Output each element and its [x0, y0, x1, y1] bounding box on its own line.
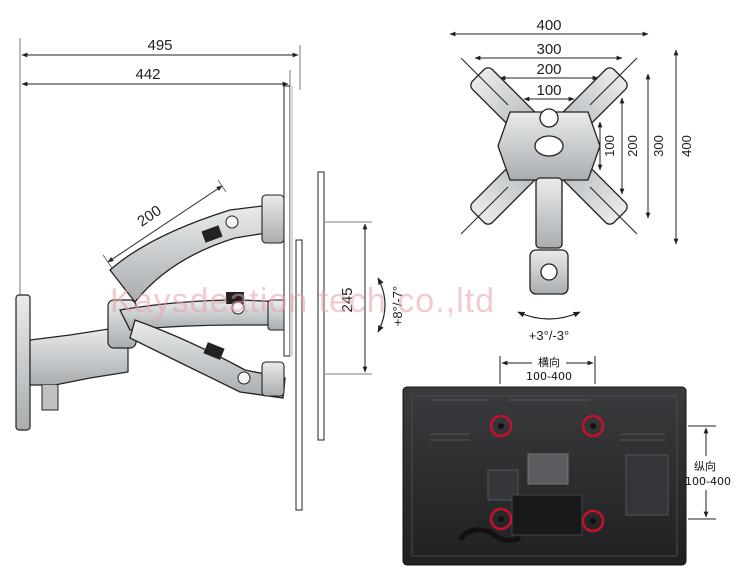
- vertical-range: 100-400: [685, 475, 731, 488]
- base-bracket: [29, 327, 129, 386]
- dimension-245-label: 245: [339, 287, 356, 312]
- hole-marker-top-right: [581, 414, 605, 438]
- dimension-arm-depth: 442: [21, 66, 289, 87]
- dimension-overall-depth: 495: [21, 37, 299, 58]
- hole-marker-top-left: [489, 414, 513, 438]
- plate-width-300: 300: [536, 41, 561, 58]
- hole-marker-bottom-right: [581, 509, 605, 533]
- dimension-442-label: 442: [135, 66, 160, 83]
- plate-width-100: 100: [536, 82, 561, 99]
- plate-height-300: 300: [651, 135, 666, 157]
- horizontal-range: 100-400: [526, 370, 572, 383]
- dimension-495-label: 495: [147, 37, 172, 54]
- plate-height-100: 100: [602, 135, 617, 157]
- dimension-200-label: 200: [134, 202, 164, 230]
- vesa-plate: [470, 67, 628, 295]
- tilt-indicator: +8°/-7°: [377, 277, 405, 333]
- plate-width-200: 200: [536, 61, 561, 78]
- plate-width-400: 400: [536, 17, 561, 34]
- mount-plate-view: 400 300 200 100 100 200 300 400: [449, 17, 694, 343]
- side-view: 495 442: [15, 37, 495, 511]
- tilt-range-label: +8°/-7°: [390, 286, 405, 326]
- tv-panel-tilt: [317, 171, 325, 441]
- tv-back-view: 横向 100-400: [402, 355, 731, 566]
- dimension-vertical-travel: 245: [325, 221, 372, 375]
- plate-height-200: 200: [625, 135, 640, 157]
- plate-height-400: 400: [679, 135, 694, 157]
- swivel-range-label: +3°/-3°: [529, 328, 569, 343]
- tv-panel-mid: [295, 239, 303, 511]
- wall-plate: [15, 294, 31, 431]
- vesa-hole-markers: [489, 414, 605, 533]
- vertical-label: 纵向: [694, 459, 716, 473]
- hole-marker-bottom-left: [489, 507, 513, 531]
- watermark: Kaysdeation tech co.,ltd: [110, 282, 495, 320]
- horizontal-label: 横向: [538, 355, 560, 369]
